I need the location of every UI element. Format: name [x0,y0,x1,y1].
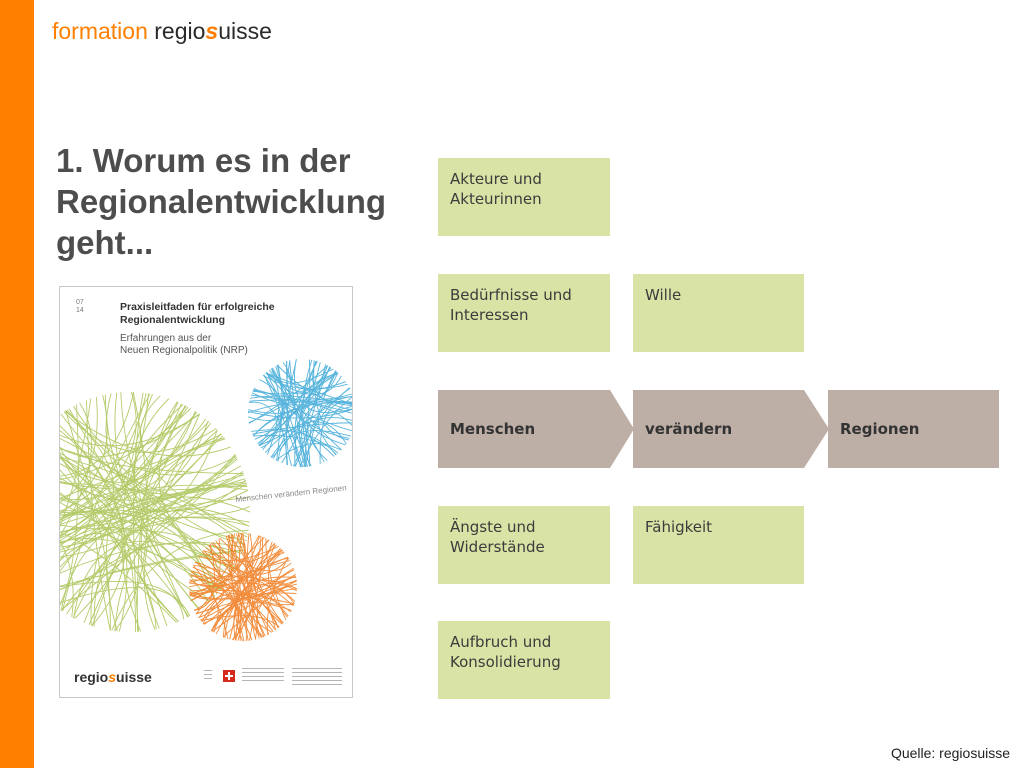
box-regions: Regionen [828,390,999,468]
logo-word-regiosuisse: regiosuisse [154,18,272,44]
chevron-change: verändern [633,390,829,468]
box-will: Wille [633,274,804,352]
booklet-fine-print [292,668,342,688]
orange-side-bar [0,0,34,768]
booklet-fine-print [204,670,212,682]
formation-regiosuisse-logo: formation regiosuisse [52,16,272,46]
booklet-fine-print [242,668,284,684]
booklet-regiosuisse-logo: regiosuisse [74,669,152,685]
logo-word-formation: formation [52,18,148,44]
slide-title-line: Regionalentwicklung [56,183,387,220]
orange-scribble-circle [188,532,298,642]
slide-title-line: geht... [56,224,154,261]
source-note: Quelle: regiosuisse [890,745,1010,761]
green-scribble-circle [60,391,251,632]
slide-title-line: 1. Worum es in der [56,142,351,179]
box-ability: Fähigkeit [633,506,804,584]
chevron-people: Menschen [438,390,634,468]
blue-scribble-circle [247,359,352,468]
swiss-flag-icon [223,670,235,682]
booklet-scribble-circles [60,359,352,642]
slide-title: 1. Worum es in der Regionalentwicklung g… [56,140,416,263]
